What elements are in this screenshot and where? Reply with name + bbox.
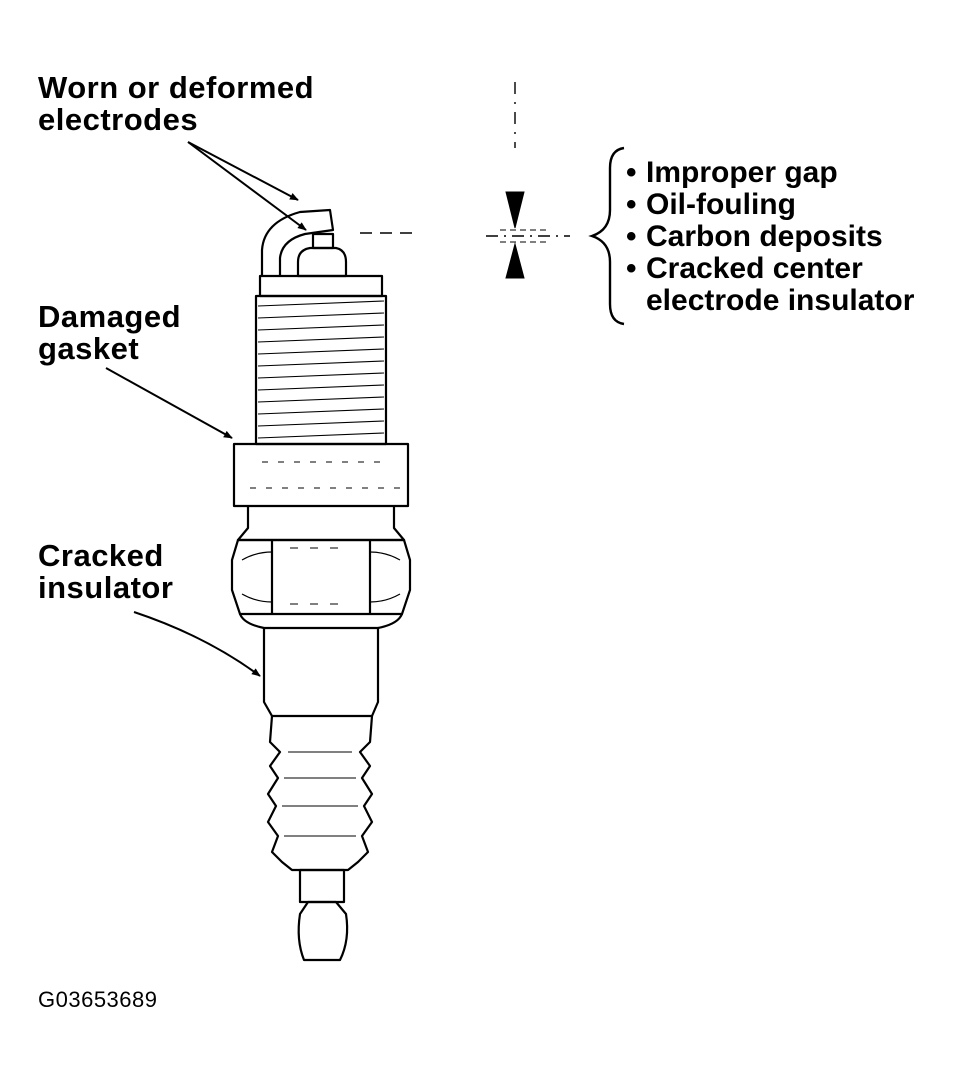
- worn-electrodes-label: Worn or deformed electrodes: [38, 70, 315, 137]
- bullet-icon: •: [626, 252, 637, 285]
- ground-electrode: [260, 208, 335, 276]
- insulator-nose: [296, 246, 348, 278]
- bullet-icon: •: [626, 188, 637, 221]
- leader-lines: [105, 141, 307, 677]
- terminal-stud: [298, 868, 346, 904]
- bullet-icon: •: [626, 220, 637, 253]
- gasket: [232, 442, 410, 508]
- bullet-icon: •: [626, 156, 637, 189]
- list-item: • Improper gap: [626, 156, 838, 189]
- arrow-worn-electrode-inner: [187, 141, 307, 231]
- shell-neck: [236, 506, 406, 542]
- damaged-gasket-label: Damaged gasket: [38, 299, 182, 366]
- threads-top-ring: [258, 274, 384, 298]
- figure-id: G03653689: [38, 987, 158, 1012]
- arrow-gasket: [105, 367, 233, 439]
- list-item: • Cracked center electrode insulator: [626, 252, 915, 317]
- arrow-worn-electrode-outer: [187, 141, 299, 201]
- thread-lines: [257, 300, 385, 439]
- hex-nut: [230, 538, 412, 616]
- upper-insulator: [262, 628, 380, 718]
- center-electrode: [311, 232, 335, 250]
- list-item: • Oil-fouling: [626, 188, 796, 221]
- gap-arrow-up-icon: [505, 242, 525, 279]
- hex-base: [238, 613, 404, 630]
- curly-brace: [588, 146, 625, 326]
- insulator-ribs: [266, 715, 374, 872]
- list-item: • Carbon deposits: [626, 220, 883, 253]
- cracked-insulator-label: Cracked insulator: [38, 538, 174, 605]
- gap-causes-list: • Improper gap • Oil-fouling • Carbon de…: [626, 157, 914, 317]
- arrow-insulator: [133, 611, 261, 677]
- terminal-nut: [297, 900, 349, 962]
- gap-indicator: [360, 82, 625, 326]
- spark-plug: [230, 208, 412, 962]
- gap-arrow-down-icon: [505, 191, 525, 229]
